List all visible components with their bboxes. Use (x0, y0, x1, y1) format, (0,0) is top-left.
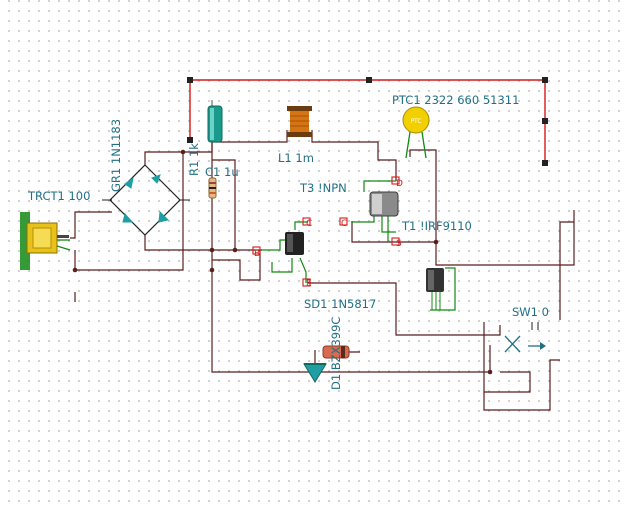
l1-label: L1 1m (278, 151, 314, 165)
wires[interactable] (70, 130, 575, 411)
ptc1-label: PTC1 2322 660 51311 (392, 93, 519, 107)
bridge-rectifier-icon[interactable] (102, 164, 190, 236)
zener-diode-icon[interactable] (303, 363, 327, 383)
selection-wire[interactable] (187, 77, 548, 166)
switch-icon[interactable] (504, 322, 546, 353)
t3-pin-e: E (306, 279, 312, 289)
mosfet-icon[interactable] (369, 191, 399, 217)
schottky-diode-icon[interactable] (322, 345, 350, 359)
r1-label: R1 1k (187, 143, 201, 176)
ptc-thermistor-icon[interactable]: PTC (402, 106, 430, 159)
junction-nodes (72, 149, 493, 375)
resistor-icon[interactable] (208, 177, 217, 199)
t1-pin-c: C (341, 219, 347, 229)
npn-transistor-icon[interactable] (285, 232, 304, 255)
d1-label: D1 BZX399C (329, 317, 343, 390)
inductor-icon[interactable] (287, 106, 312, 137)
t1-label: T1 !IRF9110 (401, 219, 472, 233)
transformer-icon[interactable] (20, 212, 71, 270)
capacitor-icon[interactable] (207, 100, 223, 143)
transistor-icon[interactable] (426, 268, 444, 310)
c1-label: C1 1u (205, 165, 239, 179)
sw1-label: SW1 0 (512, 305, 549, 319)
trct1-label: TRCT1 100 (27, 189, 90, 203)
sd1-label: SD1 1N5817 (304, 297, 376, 311)
t3-label: T3 !NPN (299, 181, 347, 195)
ptc-body-text: PTC (410, 118, 421, 125)
t3-pin-c: C (306, 219, 312, 229)
gr1-label: GR1 1N1183 (109, 119, 123, 192)
